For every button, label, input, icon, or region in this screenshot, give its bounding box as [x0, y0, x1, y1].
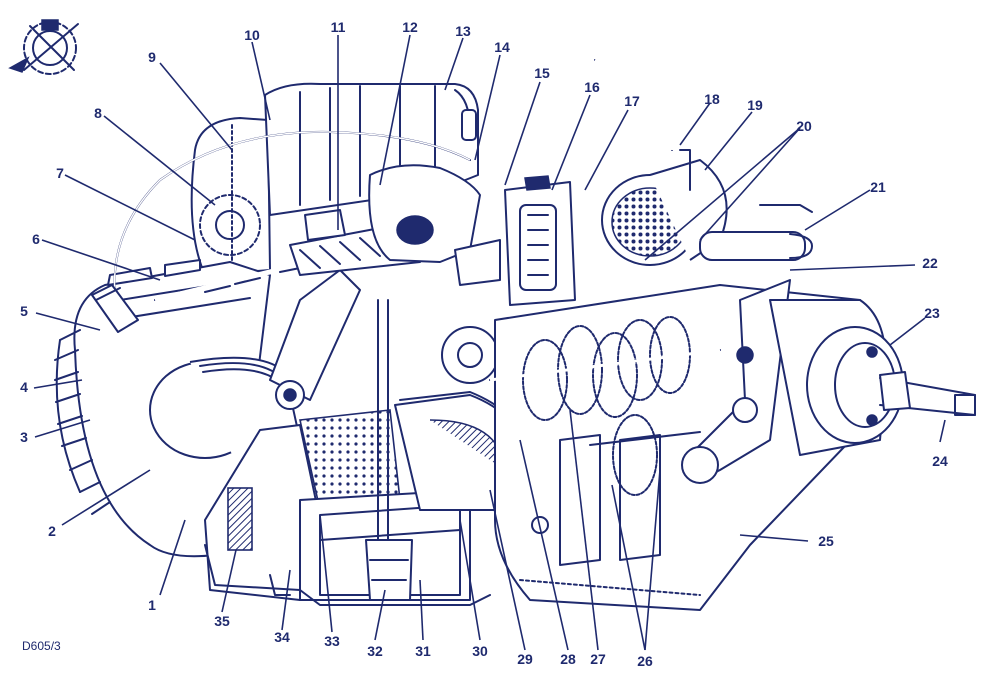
callout-6: 6	[32, 231, 40, 247]
callout-5: 5	[20, 303, 28, 319]
callout-27: 27	[590, 651, 606, 667]
callout-33: 33	[324, 633, 340, 649]
intake-manifold	[368, 164, 501, 286]
spark-plug	[91, 284, 139, 333]
crankcase-main	[204, 299, 471, 601]
callout-18: 18	[704, 91, 720, 107]
callout-19: 19	[747, 97, 763, 113]
callout-17: 17	[624, 93, 640, 109]
callout-labels: 1 2 3 4 5 6 7 8 9 10 11 12 13 14 15 16 1…	[20, 19, 948, 669]
clutch-housing	[394, 326, 531, 513]
kickstart-lever	[681, 204, 813, 484]
callout-16: 16	[584, 79, 600, 95]
output-pulley	[769, 299, 976, 456]
callout-26: 26	[637, 653, 653, 669]
callout-11: 11	[331, 19, 346, 35]
callout-28: 28	[560, 651, 576, 667]
callout-9: 9	[148, 49, 156, 65]
callout-32: 32	[367, 643, 383, 659]
callout-25: 25	[818, 533, 834, 549]
callout-29: 29	[517, 651, 533, 667]
figure-reference-code: D605/3	[22, 639, 61, 653]
callout-22: 22	[922, 255, 938, 271]
callout-2: 2	[48, 523, 56, 539]
callout-12: 12	[402, 19, 418, 35]
callout-34: 34	[274, 629, 290, 645]
callout-20: 20	[796, 118, 812, 134]
callout-7: 7	[56, 165, 64, 181]
gear-cluster	[489, 316, 721, 496]
callout-1: 1	[148, 597, 156, 613]
callout-8: 8	[94, 105, 102, 121]
callout-10: 10	[244, 27, 260, 43]
callout-31: 31	[415, 643, 431, 659]
callout-3: 3	[20, 429, 28, 445]
dynamo	[504, 175, 576, 306]
callout-13: 13	[455, 23, 471, 39]
callout-14: 14	[494, 39, 510, 55]
callout-leaders	[33, 34, 946, 651]
connecting-rod	[269, 269, 361, 410]
timing-case	[190, 117, 271, 276]
gear-emblem-icon	[8, 19, 79, 75]
callout-4: 4	[20, 379, 28, 395]
callout-23: 23	[924, 305, 940, 321]
callout-35: 35	[214, 613, 230, 629]
callout-15: 15	[534, 65, 550, 81]
callout-24: 24	[932, 453, 948, 469]
callout-30: 30	[472, 643, 488, 659]
callout-21: 21	[870, 179, 886, 195]
